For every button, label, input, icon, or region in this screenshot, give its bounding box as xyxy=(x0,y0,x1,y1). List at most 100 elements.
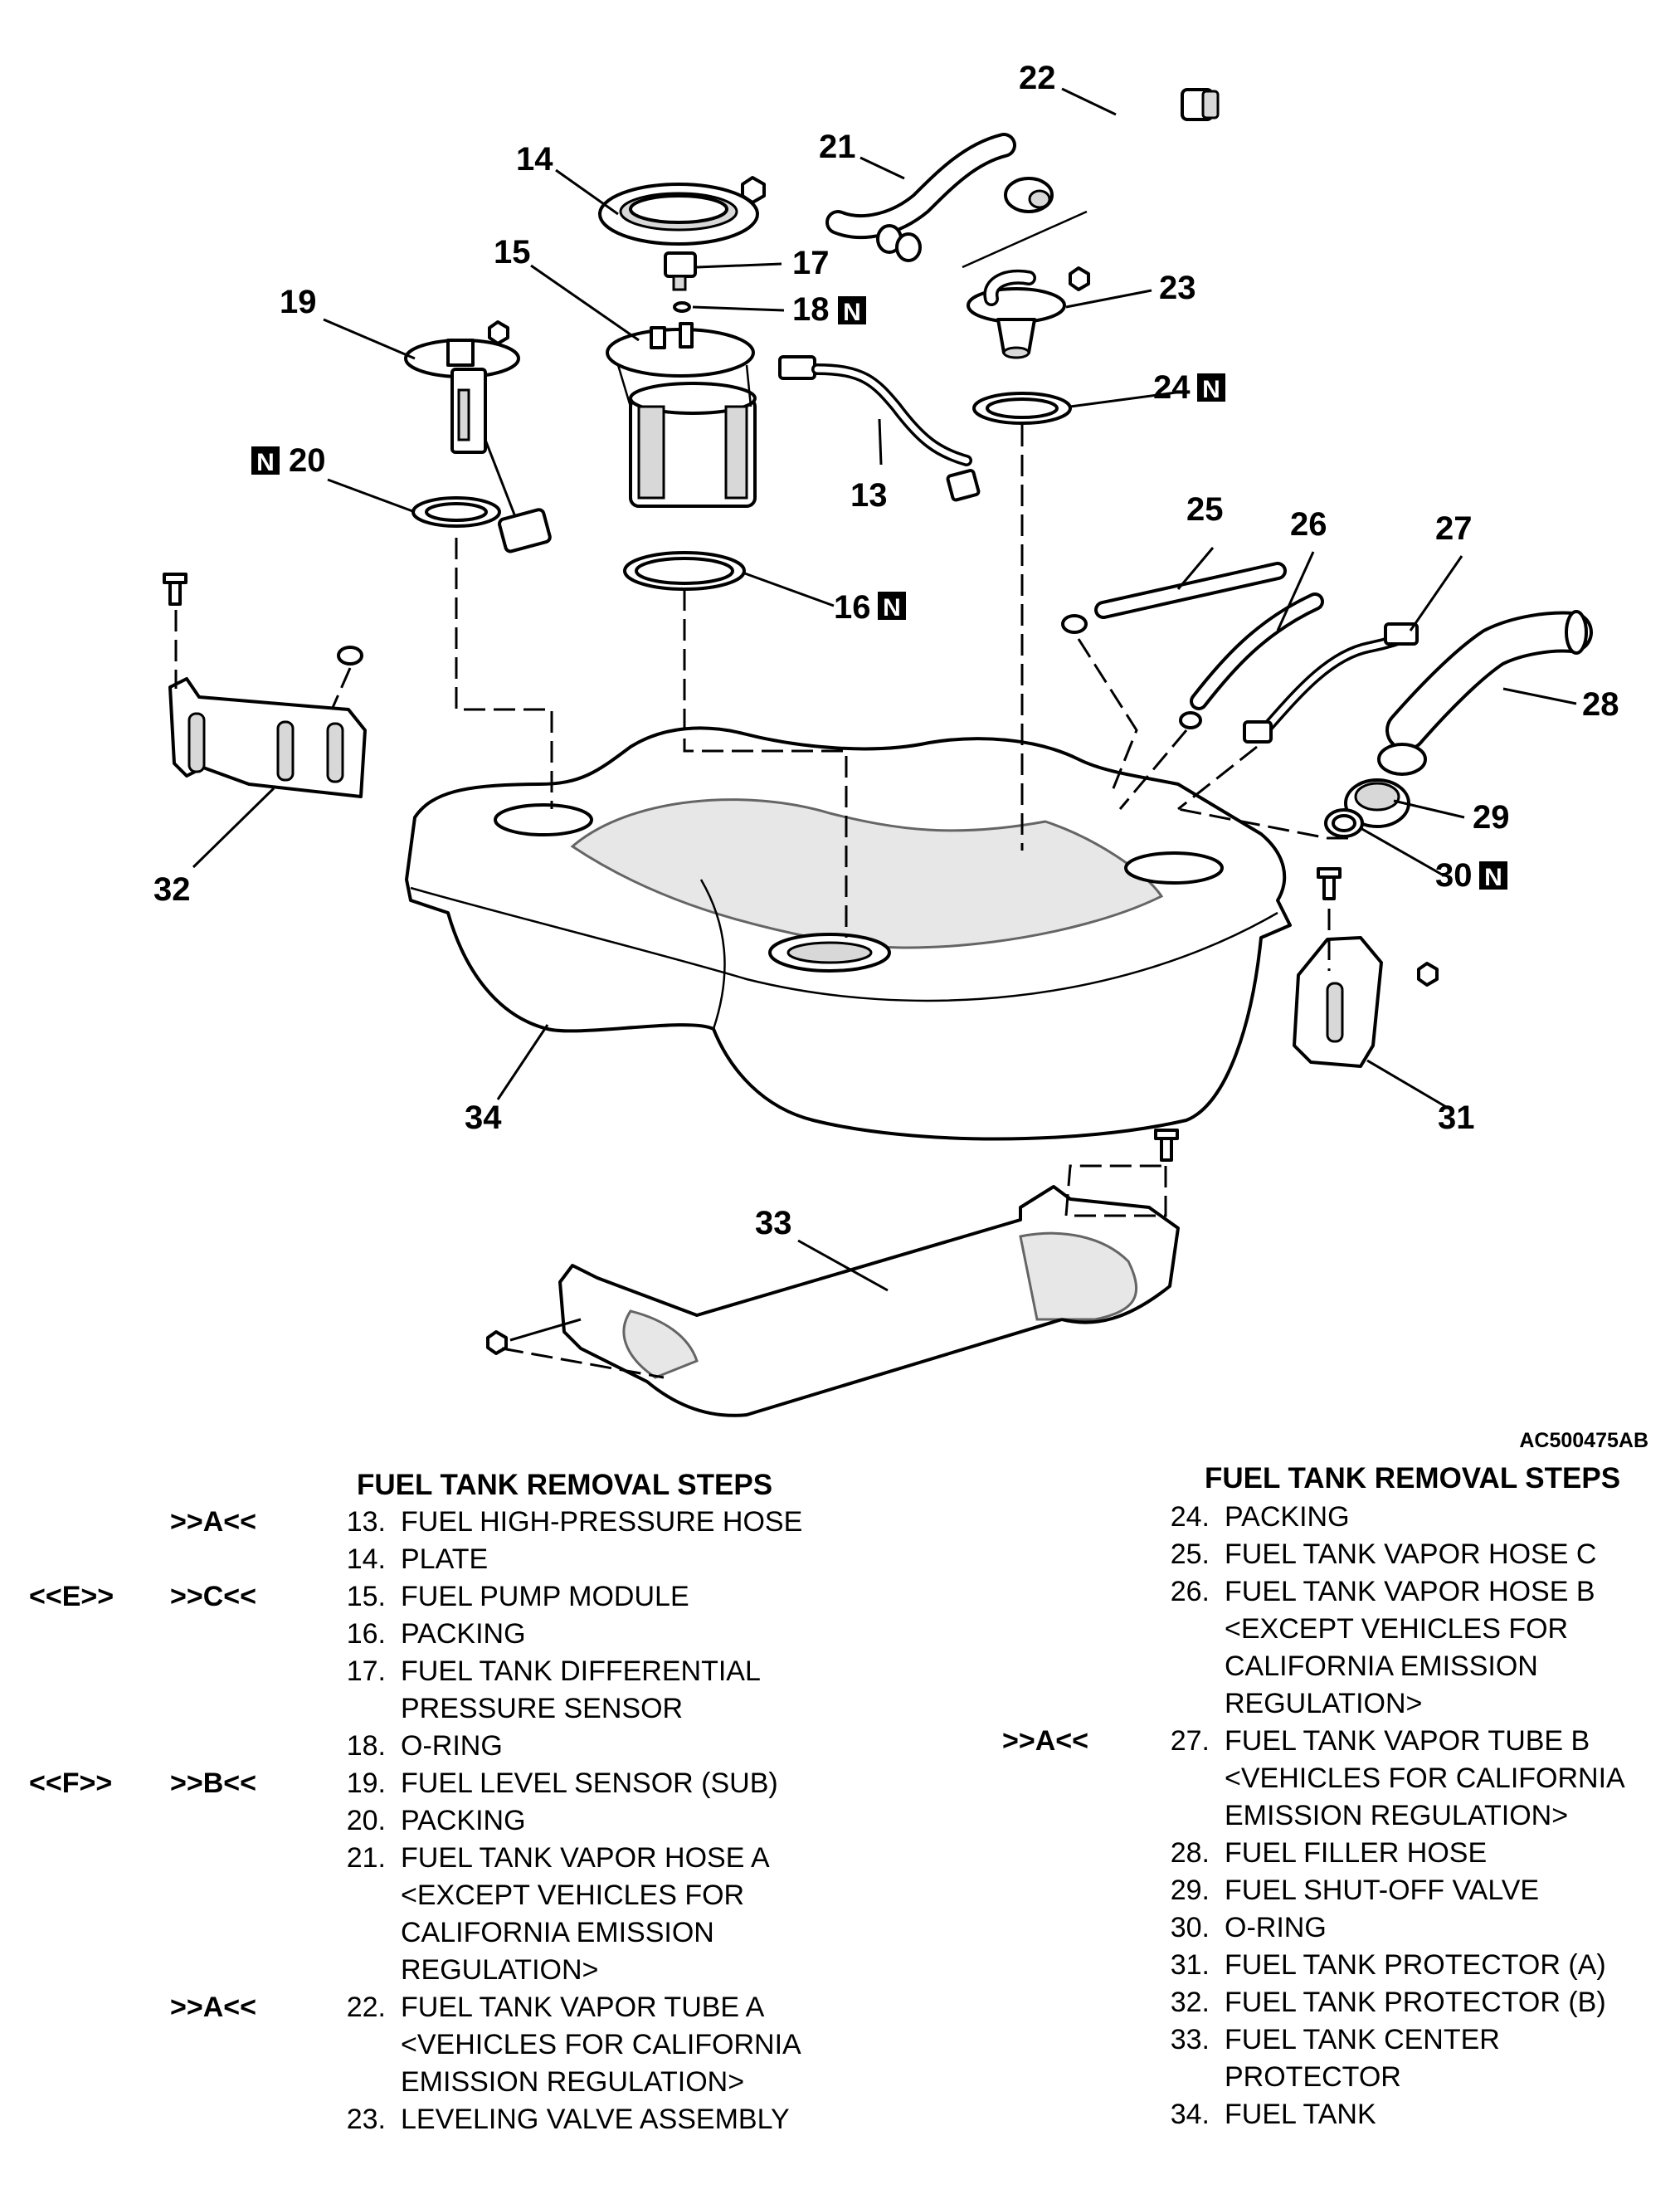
part-20-packing xyxy=(411,496,501,528)
new-part-markers: N N N N N xyxy=(251,296,1507,891)
step-number: 16. xyxy=(346,1618,386,1650)
right-step-row: 29. FUEL SHUT-OFF VALVE xyxy=(1002,1872,1625,1909)
service-ref-removal xyxy=(170,1728,307,1765)
service-ref-removal xyxy=(1002,1499,1118,1536)
left-step-row: 21. FUEL TANK VAPOR HOSE A <EXCEPT VEHICL… xyxy=(29,1840,802,1989)
step-name: FUEL PUMP MODULE xyxy=(401,1581,689,1612)
step-number: 15. xyxy=(346,1581,386,1612)
part-32-fuel-tank-protector-b xyxy=(163,573,367,798)
step-name: FUEL TANK VAPOR HOSE B <EXCEPT VEHICLES … xyxy=(1225,1576,1595,1719)
left-step-row: 17. FUEL TANK DIFFERENTIAL PRESSURE SENSO… xyxy=(29,1653,802,1728)
callout-numbers: 22 21 14 15 17 18 23 19 24 20 13 25 26 2… xyxy=(153,60,1619,1241)
left-step-row: <<F>>>>B<<19.FUEL LEVEL SENSOR (SUB) xyxy=(29,1765,802,1802)
step-name: FUEL HIGH-PRESSURE HOSE xyxy=(401,1506,803,1538)
step-number: 21. xyxy=(346,1842,386,1874)
part-23-leveling-valve xyxy=(967,266,1090,359)
callout-25: 25 xyxy=(1186,491,1224,528)
part-34-fuel-tank xyxy=(405,726,1292,1141)
step-name: FUEL TANK DIFFERENTIAL PRESSURE SENSOR xyxy=(401,1655,761,1724)
service-ref-removal xyxy=(170,1616,307,1653)
service-ref-removal: >>B<< xyxy=(170,1767,256,1799)
right-list-title: FUEL TANK REMOVAL STEPS xyxy=(1205,1462,1621,1494)
service-ref-removal: >>A<< xyxy=(170,1992,256,2023)
left-step-row: 14.PLATE xyxy=(29,1541,802,1578)
part-16-packing xyxy=(623,551,746,591)
step-number: 29. xyxy=(1170,1875,1210,1906)
service-ref-disassembly xyxy=(29,1840,170,1989)
step-number: 19. xyxy=(346,1767,386,1799)
step-name: PACKING xyxy=(1225,1501,1350,1533)
callout-30: 30 xyxy=(1435,857,1473,894)
figure-code: AC500475AB xyxy=(1519,1429,1648,1452)
service-ref-disassembly xyxy=(29,2101,170,2138)
callout-22: 22 xyxy=(1019,60,1056,96)
step-name: FUEL SHUT-OFF VALVE xyxy=(1225,1875,1540,1906)
part-28-fuel-filler-hose xyxy=(1385,610,1593,751)
new-part-n-marker: N xyxy=(256,449,275,476)
service-ref-disassembly xyxy=(29,1616,170,1653)
service-ref-removal xyxy=(1002,1984,1118,2021)
step-number: 17. xyxy=(346,1655,386,1687)
service-ref-removal xyxy=(170,1802,307,1840)
step-name: FUEL FILLER HOSE xyxy=(1225,1837,1488,1869)
part-13-high-pressure-hose xyxy=(778,355,981,502)
part-33-center-protector xyxy=(486,1129,1180,1417)
part-25-vapor-hose-c xyxy=(1061,562,1287,634)
service-ref-removal xyxy=(1002,1872,1118,1909)
callout-28: 28 xyxy=(1582,686,1619,723)
service-ref-removal xyxy=(1002,1573,1118,1723)
step-name: FUEL TANK VAPOR TUBE B <VEHICLES FOR CAL… xyxy=(1225,1725,1625,1831)
step-name: FUEL TANK VAPOR HOSE A <EXCEPT VEHICLES … xyxy=(401,1842,770,1986)
step-number: 24. xyxy=(1170,1501,1210,1533)
step-name: FUEL TANK VAPOR TUBE A <VEHICLES FOR CAL… xyxy=(401,1992,801,2098)
step-number: 30. xyxy=(1170,1912,1210,1943)
callout-31: 31 xyxy=(1438,1100,1475,1136)
service-ref-removal xyxy=(1002,1835,1118,1872)
service-ref-removal xyxy=(170,2101,307,2138)
step-name: PACKING xyxy=(401,1805,526,1836)
callout-20: 20 xyxy=(289,442,326,479)
left-step-row: >>A<<13.FUEL HIGH-PRESSURE HOSE xyxy=(29,1504,802,1541)
service-ref-disassembly xyxy=(29,1802,170,1840)
part-17-pressure-sensor xyxy=(664,251,697,291)
service-ref-disassembly xyxy=(29,1989,170,2101)
step-name: O-RING xyxy=(401,1730,503,1762)
left-step-row: >>A<< 22. FUEL TANK VAPOR TUBE A <VEHICLES… xyxy=(29,1989,802,2101)
right-step-row: 33. FUEL TANK CENTER PROTECTOR xyxy=(1002,2021,1625,2096)
step-number: 28. xyxy=(1170,1837,1210,1869)
step-name: FUEL TANK CENTER PROTECTOR xyxy=(1225,2024,1500,2093)
callout-26: 26 xyxy=(1290,506,1327,543)
callout-33: 33 xyxy=(755,1205,792,1241)
right-step-row: 24. PACKING xyxy=(1002,1499,1625,1536)
new-part-n-marker: N xyxy=(1484,864,1502,891)
step-name: LEVELING VALVE ASSEMBLY xyxy=(401,2104,790,2135)
callout-27: 27 xyxy=(1435,510,1473,547)
step-number: 31. xyxy=(1170,1949,1210,1981)
step-name: FUEL TANK xyxy=(1225,2099,1376,2130)
step-name: FUEL LEVEL SENSOR (SUB) xyxy=(401,1767,778,1799)
leader-lines xyxy=(192,87,1577,1342)
part-24-packing xyxy=(972,392,1072,425)
left-step-row: <<E>>>>C<<15.FUEL PUMP MODULE xyxy=(29,1578,802,1616)
callout-14: 14 xyxy=(516,141,553,178)
service-ref-removal xyxy=(1002,1536,1118,1573)
callout-16: 16 xyxy=(834,589,871,626)
left-step-row: 20.PACKING xyxy=(29,1802,802,1840)
part-26-vapor-hose-b xyxy=(1179,592,1324,729)
step-number: 33. xyxy=(1170,2024,1210,2055)
service-ref-removal: >>A<< xyxy=(1002,1725,1088,1757)
right-step-row: 28. FUEL FILLER HOSE xyxy=(1002,1835,1625,1872)
service-ref-disassembly xyxy=(29,1504,170,1541)
right-step-row: 26.FUEL TANK VAPOR HOSE B <EXCEPT VEHICL… xyxy=(1002,1573,1625,1723)
step-number: 22. xyxy=(346,1992,386,2023)
step-name: O-RING xyxy=(1225,1912,1327,1943)
step-number: 25. xyxy=(1170,1538,1210,1570)
step-number: 23. xyxy=(346,2104,386,2135)
right-step-row: >>A<<27.FUEL TANK VAPOR TUBE B <VEHICLES… xyxy=(1002,1723,1625,1835)
step-number: 13. xyxy=(346,1506,386,1538)
new-part-n-marker: N xyxy=(843,299,861,326)
right-step-row: 34.FUEL TANK xyxy=(1002,2096,1625,2133)
service-ref-removal xyxy=(170,1653,307,1728)
part-14-plate xyxy=(598,176,766,246)
